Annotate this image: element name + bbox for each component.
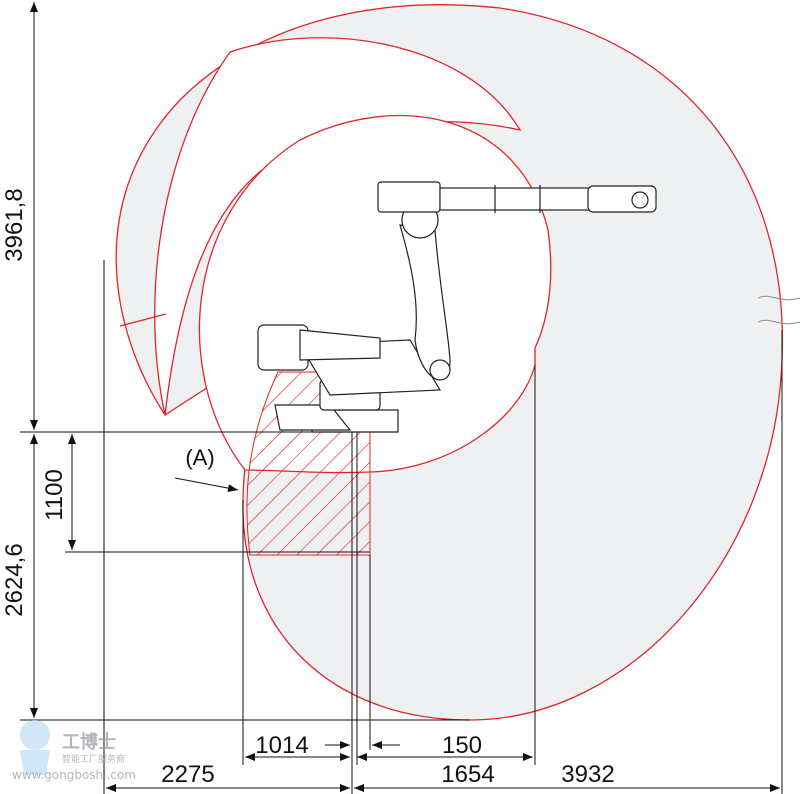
dim-width-150: 150 xyxy=(442,732,482,759)
dim-height-1100: 1100 xyxy=(41,469,68,521)
abb-logo-mark xyxy=(631,191,649,209)
dim-width-1654: 1654 xyxy=(441,761,494,788)
robot-drawing xyxy=(257,181,657,433)
dim-width-3932: 3932 xyxy=(561,761,614,788)
watermark-logo: 工博士 智能工厂服务商 www.gongboshi.com xyxy=(12,720,136,782)
dimension-lines xyxy=(20,2,783,794)
svg-text:工博士: 工博士 xyxy=(62,731,116,753)
dim-height-upper: 3961,8 xyxy=(1,188,28,261)
svg-text:www.gongboshi.com: www.gongboshi.com xyxy=(12,768,136,782)
break-marks xyxy=(757,295,800,325)
dim-width-2275: 2275 xyxy=(161,761,214,788)
envelope-segment-line xyxy=(119,313,167,327)
dim-height-lower: 2624,6 xyxy=(1,543,28,616)
mascot-icon xyxy=(20,720,50,750)
annotation-a: (A) xyxy=(185,445,214,470)
dim-width-1014: 1014 xyxy=(255,732,308,759)
svg-text:智能工厂服务商: 智能工厂服务商 xyxy=(62,753,125,765)
